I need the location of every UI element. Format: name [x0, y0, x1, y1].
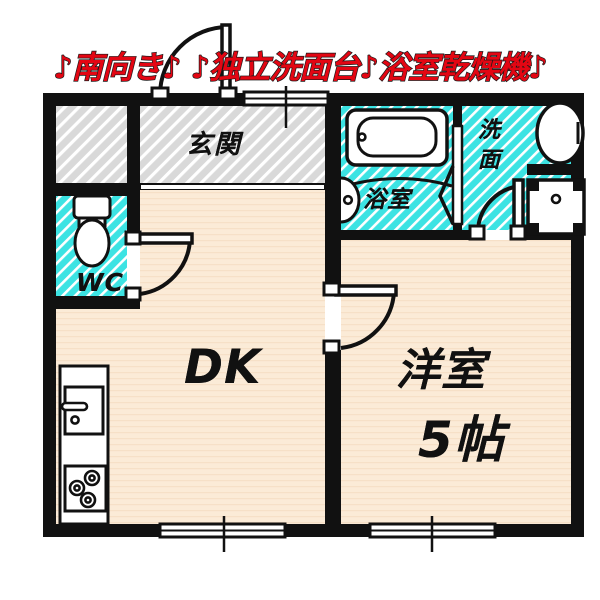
vanity-sink-fixture	[527, 101, 585, 175]
gas-stove-fixture	[63, 464, 108, 513]
room-shoe-closet	[55, 105, 127, 183]
wc-door[interactable]	[124, 230, 194, 302]
room-genkan	[140, 105, 325, 190]
room-label-wc: WC	[76, 268, 124, 297]
room-label-washroom-char1: 洗	[478, 118, 501, 143]
room-size-yoshitsu: 5帖	[418, 411, 505, 469]
washroom-door[interactable]	[468, 178, 527, 241]
bathroom-door[interactable]	[438, 124, 464, 226]
room-label-genkan: 玄関	[186, 130, 243, 160]
promo-banner-text: ♪南向き♪ ♪独立洗面台♪浴室乾燥機♪	[52, 49, 548, 86]
room-label-yoshitsu: 洋室	[396, 345, 486, 396]
room-label-dk: DK	[184, 340, 262, 395]
entrance-window[interactable]	[242, 86, 330, 128]
room-door[interactable]	[322, 281, 398, 355]
entrance-door[interactable]	[150, 23, 238, 101]
room-label-washroom-char2: 面	[478, 148, 501, 173]
room-window[interactable]	[368, 516, 497, 552]
room-label-bathroom: 浴室	[363, 187, 411, 213]
dk-window[interactable]	[158, 516, 287, 552]
washing-machine-pan	[526, 178, 586, 236]
bathtub-fixture	[340, 108, 453, 224]
toilet-fixture	[72, 194, 112, 268]
genkan-step	[141, 185, 324, 189]
